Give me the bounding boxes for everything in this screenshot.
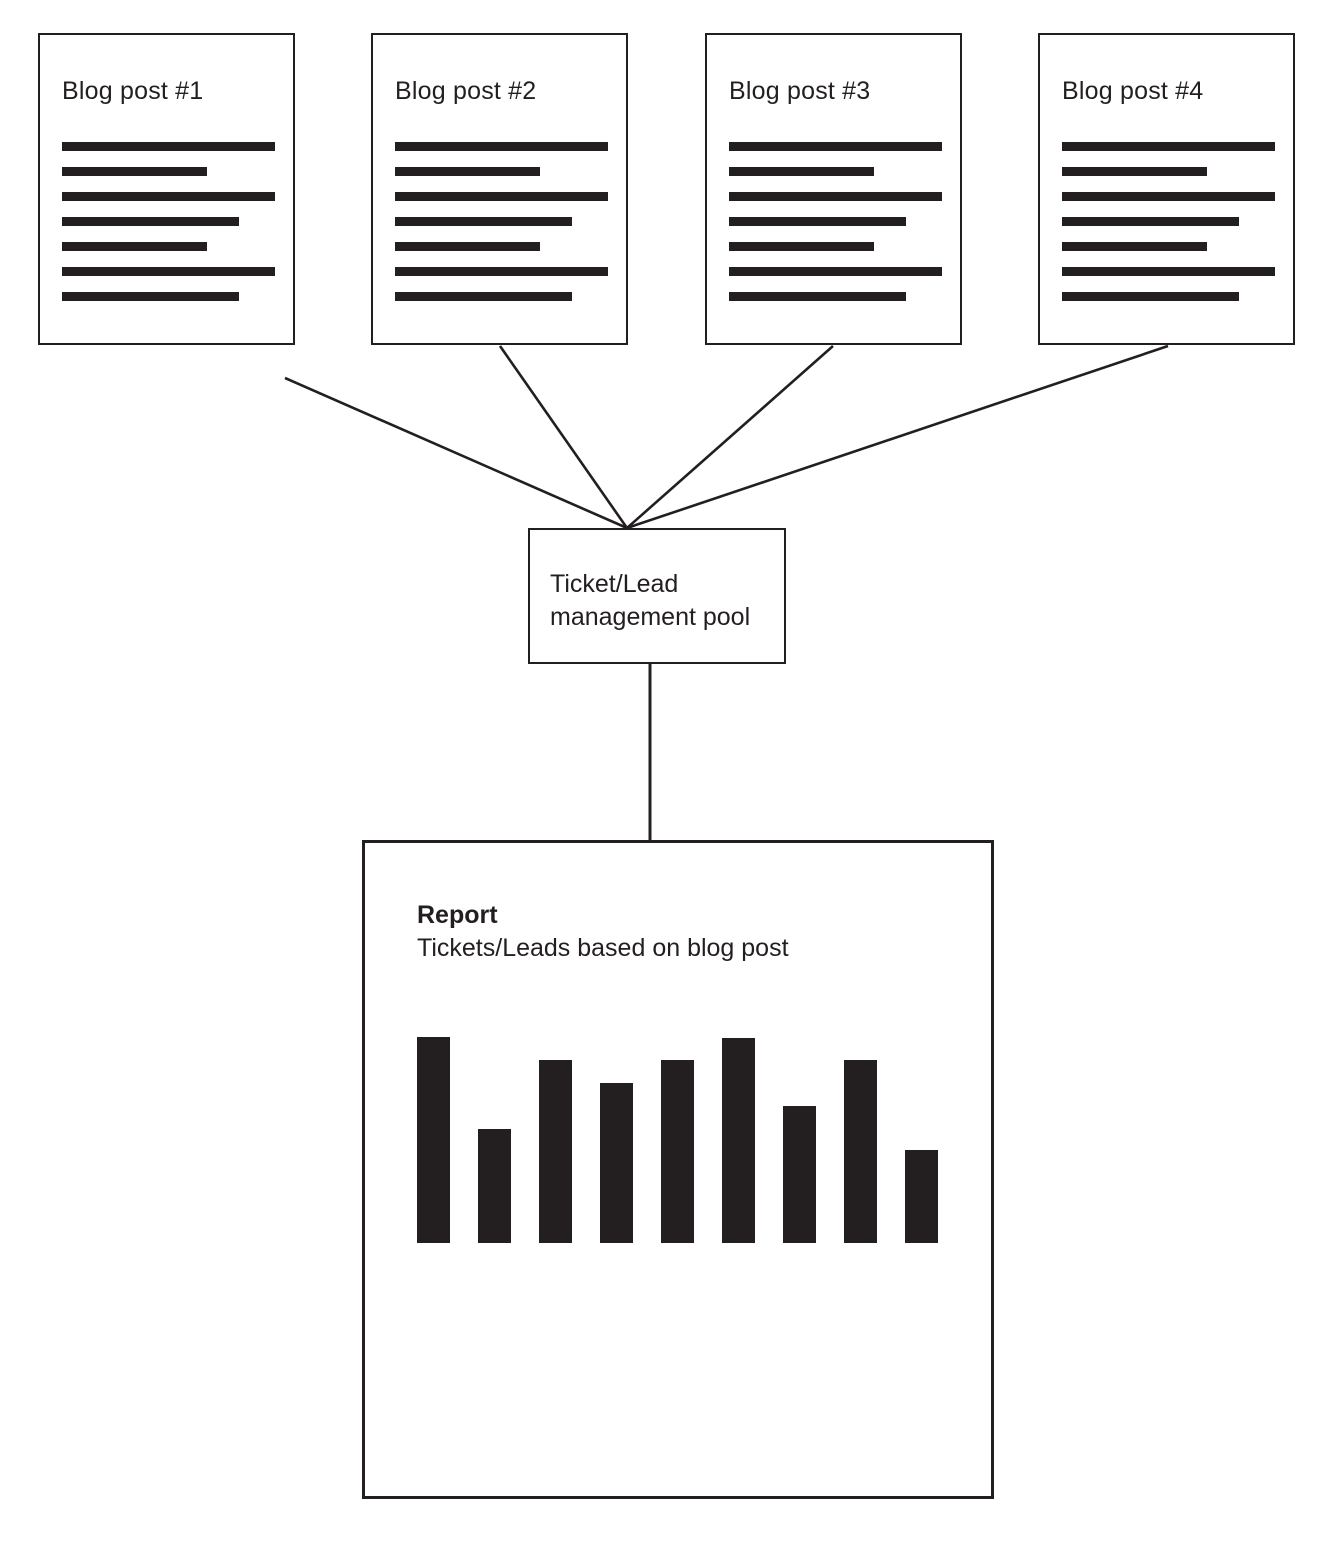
- text-line: [1062, 142, 1275, 151]
- text-line: [729, 192, 942, 201]
- bar[interactable]: [905, 1150, 938, 1243]
- text-line: [62, 292, 239, 301]
- text-line: [729, 217, 906, 226]
- blog-post-card-1[interactable]: Blog post #1: [38, 33, 295, 345]
- blog-post-title: Blog post #3: [729, 77, 871, 105]
- blog-post-text-lines: [395, 142, 608, 317]
- bar[interactable]: [661, 1060, 694, 1243]
- pool-label-line-1: Ticket/Lead: [550, 570, 679, 598]
- text-line: [62, 242, 207, 251]
- bar[interactable]: [722, 1037, 755, 1243]
- text-line: [395, 242, 540, 251]
- connector-post1-to-pool: [284, 376, 628, 530]
- bar[interactable]: [783, 1105, 816, 1243]
- text-line: [1062, 217, 1239, 226]
- blog-post-card-3[interactable]: Blog post #3: [705, 33, 962, 345]
- text-line: [1062, 192, 1275, 201]
- connector-post3-to-pool: [626, 345, 834, 529]
- connector-post4-to-pool: [626, 344, 1169, 530]
- text-line: [395, 142, 608, 151]
- text-line: [62, 217, 239, 226]
- blog-post-text-lines: [1062, 142, 1275, 317]
- bar[interactable]: [844, 1060, 877, 1243]
- text-line: [1062, 267, 1275, 276]
- text-line: [62, 167, 207, 176]
- text-line: [729, 242, 874, 251]
- text-line: [395, 267, 608, 276]
- text-line: [1062, 292, 1239, 301]
- report-heading: Report: [417, 901, 498, 929]
- blog-post-text-lines: [729, 142, 942, 317]
- text-line: [1062, 242, 1207, 251]
- text-line: [729, 167, 874, 176]
- bar[interactable]: [478, 1128, 511, 1243]
- text-line: [395, 192, 608, 201]
- bar[interactable]: [600, 1083, 633, 1243]
- pool-label-line-2: management pool: [550, 603, 751, 631]
- text-line: [62, 267, 275, 276]
- blog-post-title: Blog post #1: [62, 77, 204, 105]
- ticket-lead-pool-label: Ticket/Lead management pool: [550, 568, 776, 634]
- blog-post-card-2[interactable]: Blog post #2: [371, 33, 628, 345]
- text-line: [1062, 167, 1207, 176]
- bar[interactable]: [417, 1036, 450, 1243]
- text-line: [62, 142, 275, 151]
- blog-post-title: Blog post #2: [395, 77, 537, 105]
- blog-post-card-4[interactable]: Blog post #4: [1038, 33, 1295, 345]
- text-line: [729, 267, 942, 276]
- text-line: [729, 292, 906, 301]
- blog-post-text-lines: [62, 142, 275, 317]
- text-line: [395, 292, 572, 301]
- text-line: [395, 217, 572, 226]
- text-line: [729, 142, 942, 151]
- report-subheading: Tickets/Leads based on blog post: [417, 934, 789, 962]
- text-line: [395, 167, 540, 176]
- bar[interactable]: [539, 1060, 572, 1243]
- report-box[interactable]: Report Tickets/Leads based on blog post …: [362, 840, 994, 1499]
- connector-post2-to-pool: [498, 345, 629, 529]
- text-line: [62, 192, 275, 201]
- blog-post-title: Blog post #4: [1062, 77, 1204, 105]
- ticket-lead-pool-box[interactable]: Ticket/Lead management pool: [528, 528, 786, 664]
